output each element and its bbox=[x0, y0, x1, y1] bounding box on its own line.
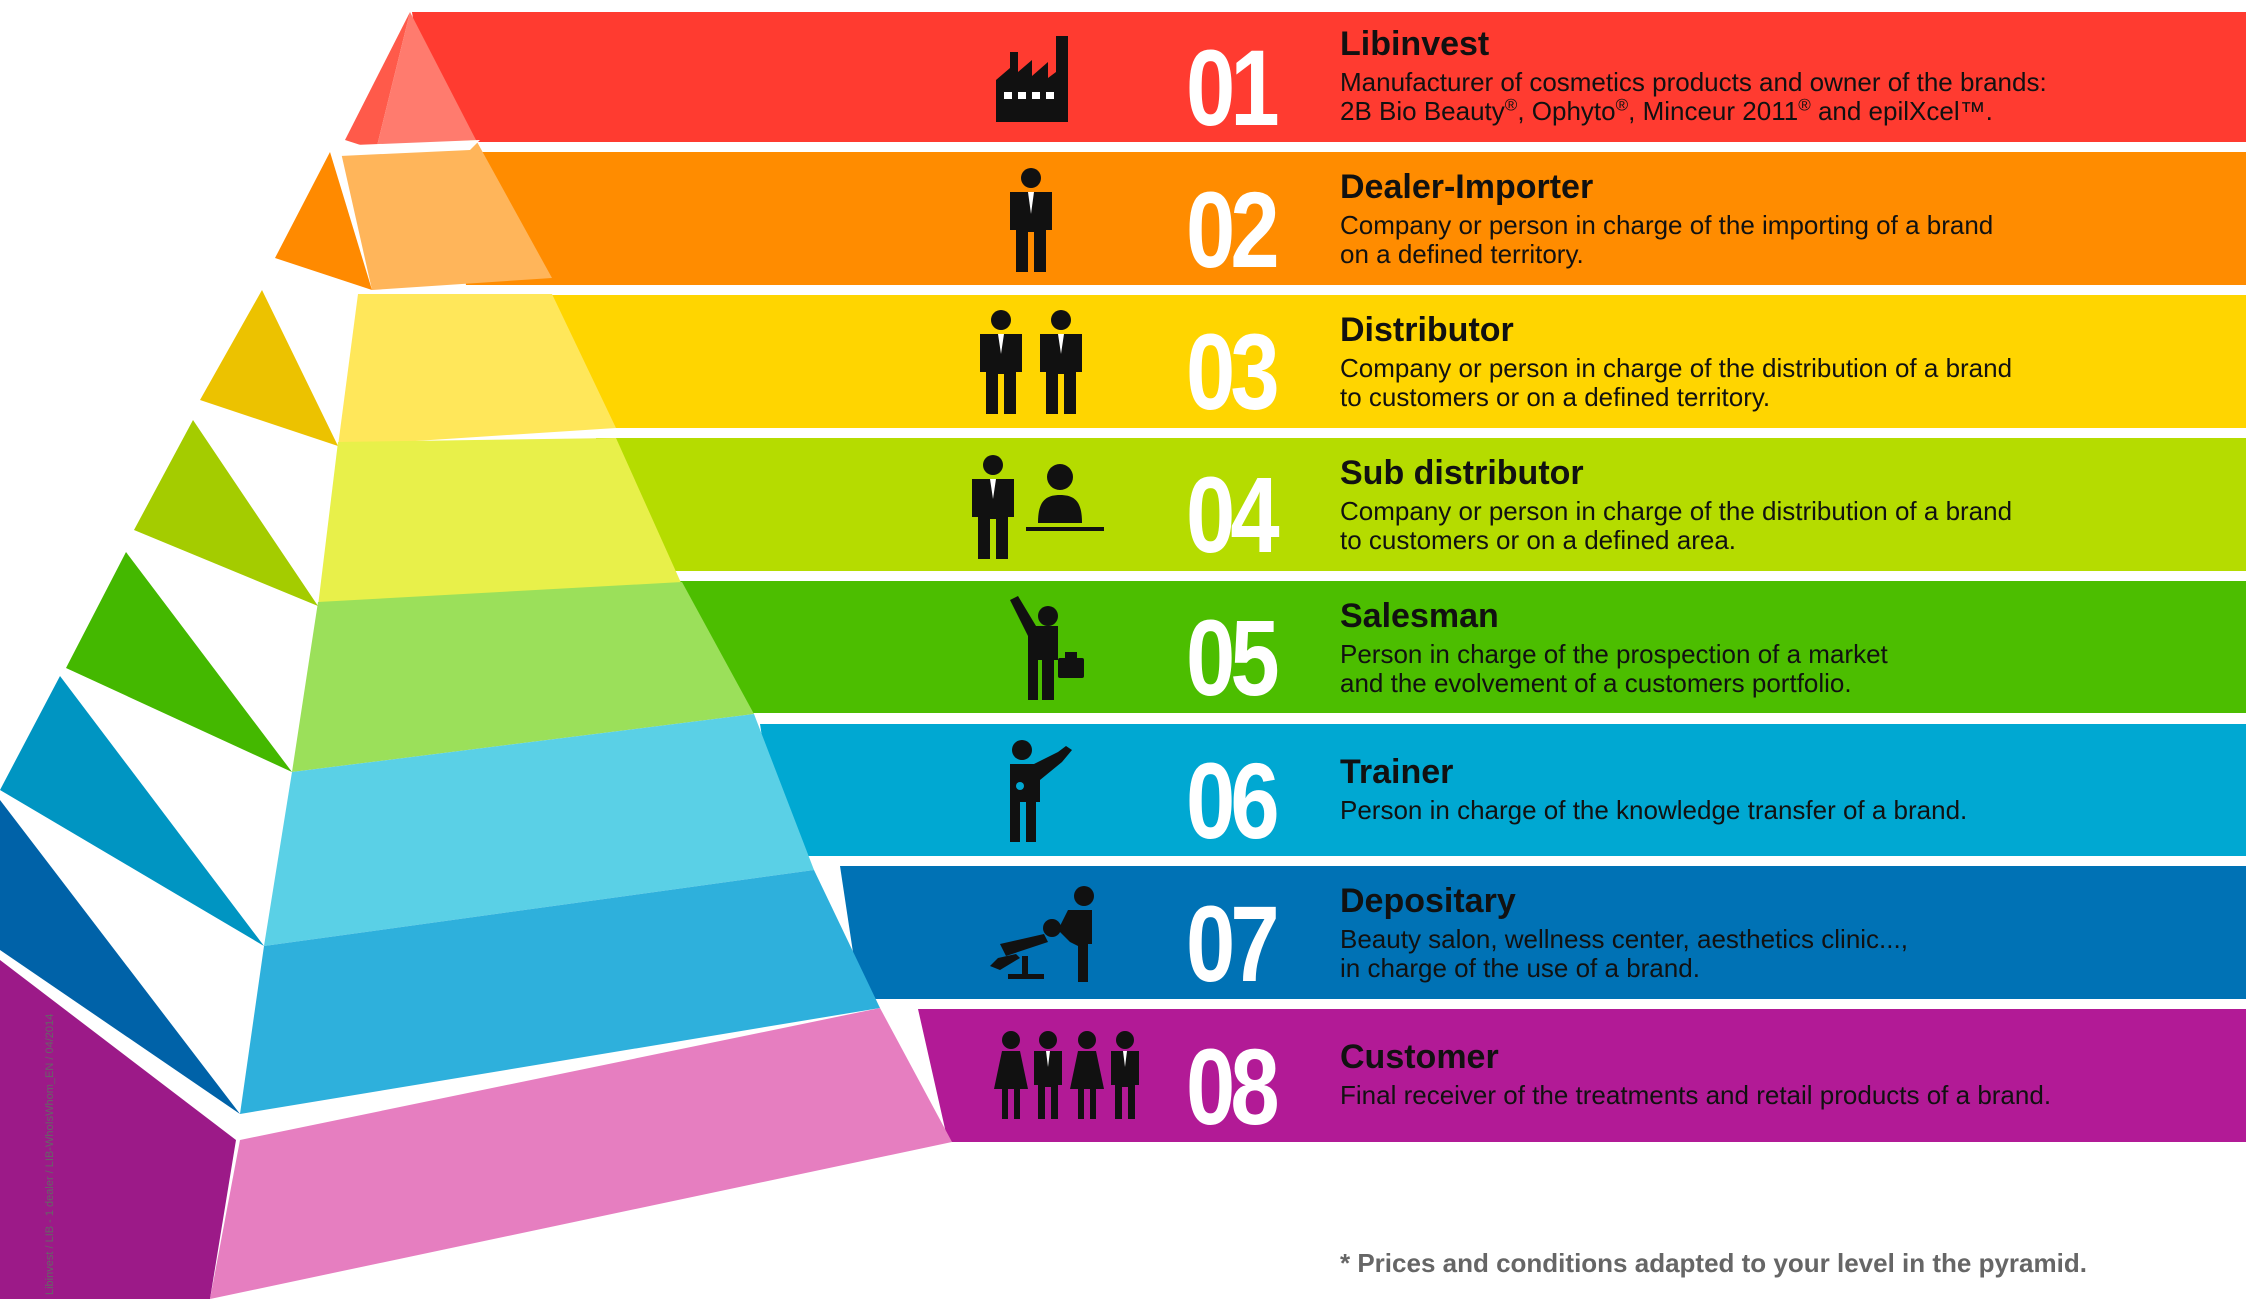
level-description-distributor: Company or person in charge of the distr… bbox=[1340, 353, 2013, 412]
two-businessmen-icon bbox=[980, 310, 1082, 414]
pyramid-left-face-01 bbox=[345, 12, 410, 150]
pyramid-front-face-07 bbox=[240, 870, 880, 1114]
level-description-sub-distributor: Company or person in charge of the distr… bbox=[1340, 496, 2013, 555]
level-title-salesman: Salesman bbox=[1340, 597, 1499, 635]
slab-gap-0 bbox=[330, 140, 480, 156]
beauty-salon-chair-icon bbox=[990, 886, 1094, 982]
level-title-depositary: Depositary bbox=[1340, 882, 1516, 920]
level-description-depositary: Beauty salon, wellness center, aesthetic… bbox=[1340, 924, 1908, 983]
level-number-06: 06 bbox=[1186, 740, 1280, 861]
band-03 bbox=[516, 295, 2246, 428]
band-02 bbox=[446, 152, 2246, 285]
level-description-dealer-importer: Company or person in charge of the impor… bbox=[1340, 210, 1994, 269]
level-number-02: 02 bbox=[1186, 169, 1280, 290]
customers-group-icon bbox=[994, 1031, 1139, 1119]
businessman-and-desk-worker-icon bbox=[972, 455, 1104, 559]
pyramid-left-face-02 bbox=[275, 152, 372, 290]
pyramid-left-face-06 bbox=[0, 676, 264, 946]
pyramid-left-face-05 bbox=[66, 552, 292, 772]
salesman-with-briefcase-icon bbox=[1010, 596, 1084, 700]
presenter-icon bbox=[1010, 740, 1072, 842]
side-reference-text: Libinvest / LIB - 1 dealer / LIB-WhoIsWh… bbox=[44, 1013, 56, 1295]
level-title-libinvest: Libinvest bbox=[1340, 25, 1490, 63]
level-title-dealer-importer: Dealer-Importer bbox=[1340, 168, 1594, 206]
level-number-01: 01 bbox=[1186, 27, 1280, 148]
level-title-sub-distributor: Sub distributor bbox=[1340, 454, 1584, 492]
businessman-icon bbox=[1010, 168, 1052, 272]
pyramid-front-face-04 bbox=[318, 438, 682, 606]
pyramid-front-face-03 bbox=[338, 294, 616, 446]
level-description-customer: Final receiver of the treatments and ret… bbox=[1340, 1080, 2052, 1110]
level-title-distributor: Distributor bbox=[1340, 311, 1514, 349]
band-05 bbox=[678, 581, 2246, 713]
level-description-libinvest: Manufacturer of cosmetics products and o… bbox=[1340, 67, 2047, 126]
pyramid-front-face-08 bbox=[210, 1008, 952, 1299]
level-description-trainer: Person in charge of the knowledge transf… bbox=[1340, 795, 1968, 825]
pyramid-left-face-07 bbox=[0, 800, 240, 1114]
pyramid-left-face-08 bbox=[0, 960, 236, 1299]
level-description-salesman: Person in charge of the prospection of a… bbox=[1340, 639, 1888, 698]
level-title-customer: Customer bbox=[1340, 1038, 1499, 1076]
level-number-05: 05 bbox=[1186, 597, 1280, 718]
level-title-trainer: Trainer bbox=[1340, 753, 1454, 791]
footnote: * Prices and conditions adapted to your … bbox=[1340, 1248, 2087, 1278]
level-number-04: 04 bbox=[1186, 454, 1280, 575]
band-06 bbox=[760, 724, 2246, 856]
band-04 bbox=[596, 438, 2246, 571]
band-07 bbox=[840, 866, 2246, 999]
pyramid-front-face-02 bbox=[340, 140, 552, 290]
pyramid-left-face-03 bbox=[200, 290, 338, 446]
band-08 bbox=[918, 1009, 2246, 1142]
pyramid-front-face-06 bbox=[264, 714, 814, 946]
level-number-08: 08 bbox=[1186, 1026, 1280, 1147]
band-01 bbox=[412, 12, 2246, 142]
pyramid-left-face-04 bbox=[134, 420, 318, 606]
level-number-07: 07 bbox=[1186, 883, 1280, 1004]
pyramid-front-face-05 bbox=[292, 582, 754, 772]
pyramid-front-face-01 bbox=[376, 12, 476, 150]
factory-icon bbox=[996, 36, 1068, 122]
level-number-03: 03 bbox=[1186, 311, 1280, 432]
